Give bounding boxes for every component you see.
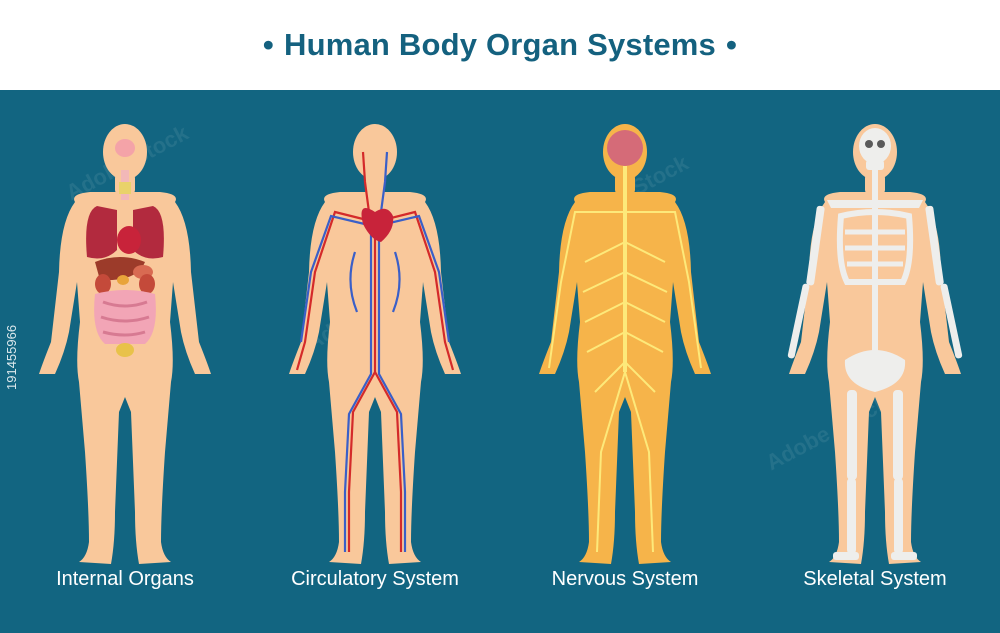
- skeleton-icon: [787, 128, 963, 560]
- body-figures: [39, 124, 963, 564]
- blood-vessels-icon: [295, 151, 455, 552]
- nervous-system-figure: [539, 124, 711, 564]
- caption-circulatory-system: Circulatory System: [291, 568, 459, 590]
- nerves-icon: [548, 166, 702, 553]
- title-bullet-right: •: [726, 27, 738, 62]
- caption-nervous-system: Nervous System: [551, 568, 699, 590]
- brain-icon: [607, 130, 643, 166]
- page-title: • Human Body Organ Systems •: [253, 27, 747, 63]
- skeletal-system-figure: [787, 124, 963, 564]
- diagram-panel: Adobe Stock Adobe Stock Adobe Stock Adob…: [0, 90, 1000, 633]
- circulatory-system-figure: [289, 124, 461, 564]
- header: • Human Body Organ Systems •: [0, 0, 1000, 90]
- title-bullet-left: •: [262, 27, 274, 62]
- caption-skeletal-system: Skeletal System: [803, 568, 947, 590]
- heart-icon: [361, 208, 394, 242]
- stock-id: 191455966: [4, 324, 19, 390]
- organs-icon: [86, 139, 164, 357]
- title-text: Human Body Organ Systems: [283, 27, 717, 62]
- internal-organs-figure: [39, 124, 211, 564]
- caption-internal-organs: Internal Organs: [56, 568, 194, 590]
